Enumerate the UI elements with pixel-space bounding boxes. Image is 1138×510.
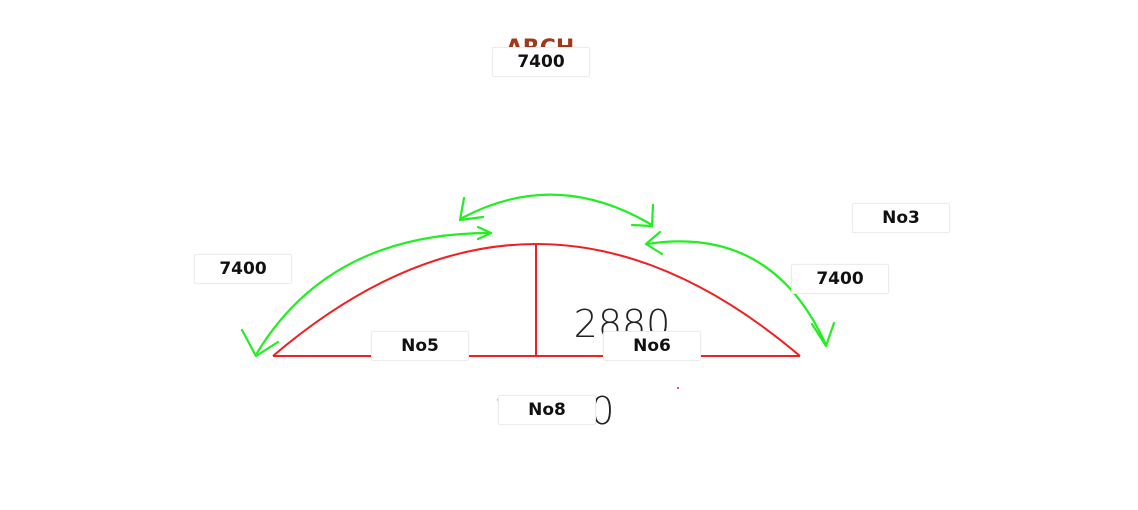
label-no6[interactable]: No6 [603,331,701,361]
right-arrow-curve [645,240,828,347]
left-arrow-curve [255,231,492,355]
label-no8[interactable]: No8 [498,395,596,425]
arrow-group [240,193,836,358]
label-top-7400[interactable]: 7400 [492,47,590,77]
top-arrow-curve [460,193,654,227]
left-arrow-top-head [476,225,493,241]
top-arrow-right-head [630,203,655,228]
label-no3[interactable]: No3 [852,203,950,233]
label-left-7400[interactable]: 7400 [194,254,292,284]
left-arrow-bottom-head [240,328,280,358]
right-arrow-bottom-head [810,321,836,348]
label-right-7400[interactable]: 7400 [791,264,889,294]
top-arrow-left-head [458,196,485,222]
label-no5[interactable]: No5 [371,331,469,361]
right-arrow-left-head [644,230,664,256]
stray-dot [677,387,679,389]
